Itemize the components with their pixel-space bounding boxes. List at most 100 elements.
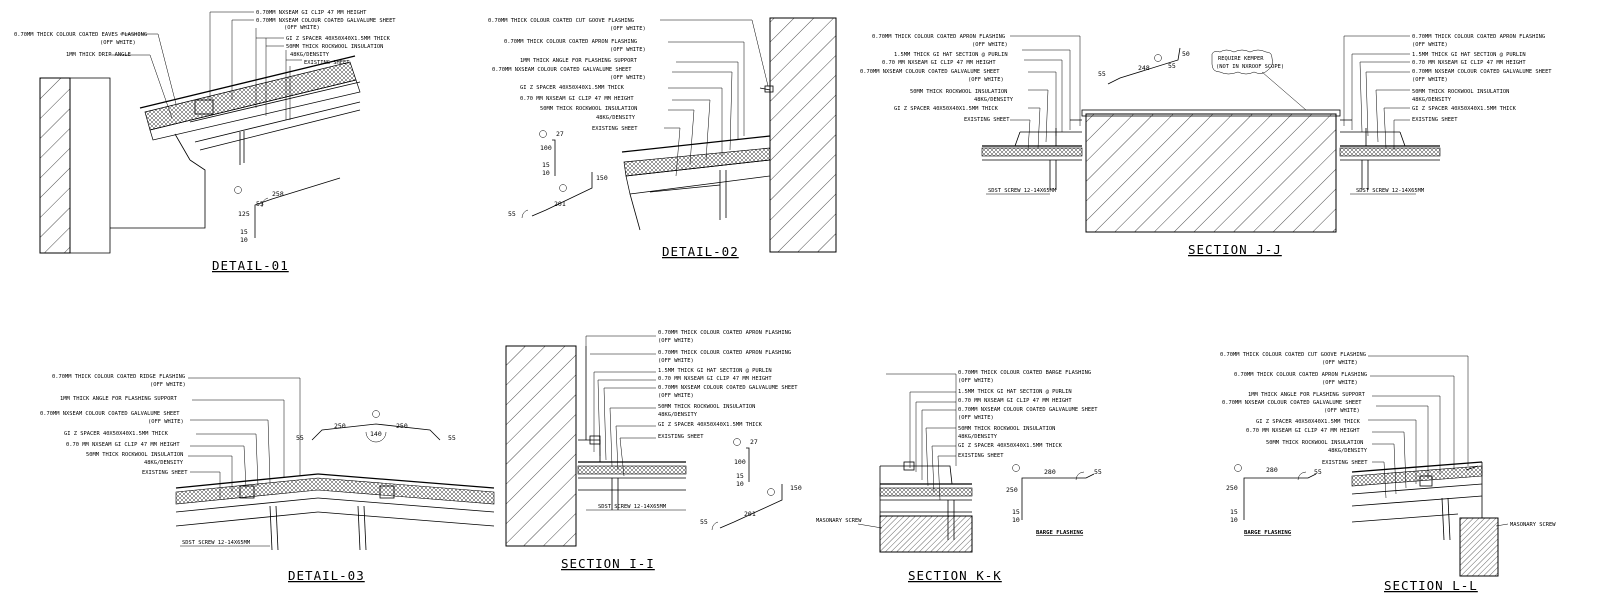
roof-build-up <box>577 346 687 510</box>
ii-label-8: 50MM THICK ROCKWOOL INSULATION <box>658 404 755 410</box>
ll-dim-15: 15 <box>1230 508 1238 516</box>
ll-label-7: GI Z SPACER 40X50X40X1.5MM THICK <box>1256 419 1361 425</box>
d2-label-0: 0.70MM THICK COLOUR COATED CUT GOOVE FLA… <box>488 18 634 24</box>
d3-label-6: 0.70 MM NXSEAM GI CLIP 47 MM HEIGHT <box>66 442 180 448</box>
detail-03-title: DETAIL-03 <box>288 568 365 583</box>
section-k-k-title: SECTION K-K <box>908 568 1002 583</box>
d3-label-2: 1MM THICK ANGLE FOR FLASHING SUPPORT <box>60 396 178 402</box>
ll-label-9: 50MM THICK ROCKWOOL INSULATION <box>1266 440 1363 446</box>
d3-screw: SDST SCREW 12-14X65MM <box>182 540 251 546</box>
ii-dim-55: 55 <box>700 518 708 526</box>
roof-build-up <box>1351 461 1483 541</box>
ll-barge-profile <box>1234 464 1317 520</box>
d1-label-drip: 1MM THICK DRIP ANGLE <box>66 52 131 58</box>
ii-dim-201: 201 <box>744 510 756 518</box>
jj-right-5: (OFF WHITE) <box>1412 77 1448 83</box>
d2-dim-10: 10 <box>542 169 550 177</box>
jj-left-3: 0.70 MM NXSEAM GI CLIP 47 MM HEIGHT <box>882 60 996 66</box>
d1-label-eaves: 0.70MM THICK COLOUR COATED EAVES FLASHIN… <box>14 32 147 38</box>
ii-label-3: (OFF WHITE) <box>658 358 694 364</box>
ii-label-5: 0.70 MM NXSEAM GI CLIP 47 MM HEIGHT <box>658 376 772 382</box>
ii-label-7: (OFF WHITE) <box>658 393 694 399</box>
ll-label-3: (OFF WHITE) <box>1322 380 1358 386</box>
d2-flashing-profile <box>521 130 593 219</box>
roof-build-up <box>139 55 361 165</box>
ii-screw: SDST SCREW 12-14X65MM <box>598 504 667 510</box>
ll-label-4: 1MM THICK ANGLE FOR FLASHING SUPPORT <box>1248 392 1366 398</box>
d2-dim-150: 150 <box>596 174 608 182</box>
ii-label-9: 48KG/DENSITY <box>658 412 698 418</box>
kk-label-7: 48KG/DENSITY <box>958 434 998 440</box>
roof-build-up <box>621 85 774 231</box>
kk-label-3: 0.70 MM NXSEAM GI CLIP 47 MM HEIGHT <box>958 398 1072 404</box>
d2-dim-27: 27 <box>556 130 564 138</box>
section-j-j-title: SECTION J-J <box>1188 242 1282 257</box>
d3-dim-140: 140 <box>370 430 382 438</box>
section-i-i-title: SECTION I-I <box>561 556 655 571</box>
kk-masonary: MASONARY SCREW <box>816 518 862 524</box>
d3-label-1: (OFF WHITE) <box>150 382 186 388</box>
d2-dim-201: 201 <box>554 200 566 208</box>
d3-flashing-profile <box>311 410 441 443</box>
ll-label-11: EXISTING SHEET <box>1322 460 1368 466</box>
d1-label-sheet: 0.70MM NXSEAM COLOUR COATED GALVALUME SH… <box>256 18 396 24</box>
leaders-jj <box>1010 35 1410 151</box>
wall-outline <box>70 77 111 254</box>
d3-label-0: 0.70MM THICK COLOUR COATED RIDGE FLASHIN… <box>52 374 185 380</box>
ii-label-11: EXISTING SHEET <box>658 434 704 440</box>
ii-dim-150: 150 <box>790 484 802 492</box>
jj-dim-248: 248 <box>1138 64 1150 72</box>
d1-dim-10: 10 <box>240 236 248 244</box>
d2-label-6: (OFF WHITE) <box>610 75 646 81</box>
jj-right-1: (OFF WHITE) <box>1412 42 1448 48</box>
d2-label-3: (OFF WHITE) <box>610 47 646 53</box>
jj-right-0: 0.70MM THICK COLOUR COATED APRON FLASHIN… <box>1412 34 1545 40</box>
d2-label-2: 0.70MM THICK COLOUR COATED APRON FLASHIN… <box>504 39 637 45</box>
ii-label-10: GI Z SPACER 40X50X40X1.5MM THICK <box>658 422 763 428</box>
kk-label-4: 0.70MM NXSEAM COLOUR COATED GALVALUME SH… <box>958 407 1098 413</box>
kk-label-5: (OFF WHITE) <box>958 415 994 421</box>
kk-dim-55: 55 <box>1094 468 1102 476</box>
d1-label-existing: EXISTING SHEET <box>304 60 350 66</box>
jj-screw-left: SDST SCREW 12-14X65MM <box>988 188 1057 194</box>
kk-barge-label: BARGE FLASHING <box>1036 530 1084 536</box>
ll-label-5: 0.70MM NXSEAM COLOUR COATED GALVALUME SH… <box>1222 400 1362 406</box>
roof-build-up <box>879 461 973 540</box>
jj-right-7: 48KG/DENSITY <box>1412 97 1452 103</box>
kk-dim-15: 15 <box>1012 508 1020 516</box>
jj-left-4: 0.70MM NXSEAM COLOUR COATED GALVALUME SH… <box>860 69 1000 75</box>
kk-dim-250: 250 <box>1006 486 1018 494</box>
ii-dim-27: 27 <box>750 438 758 446</box>
d3-label-8: 48KG/DENSITY <box>144 460 184 466</box>
ll-dim-10: 10 <box>1230 516 1238 524</box>
d1-dim-15: 15 <box>240 228 248 236</box>
jj-right-3: 0.70 MM NXSEAM GI CLIP 47 MM HEIGHT <box>1412 60 1526 66</box>
d1-label-offwhite: (OFF WHITE) <box>284 25 320 31</box>
jj-left-1: (OFF WHITE) <box>972 42 1008 48</box>
jj-left-5: (OFF WHITE) <box>968 77 1004 83</box>
ll-label-6: (OFF WHITE) <box>1324 408 1360 414</box>
d1-flashing-profile <box>234 177 341 238</box>
ii-label-2: 0.70MM THICK COLOUR COATED APRON FLASHIN… <box>658 350 791 356</box>
d1-label-clip: 0.70MM NXSEAM GI CLIP 47 MM HEIGHT <box>256 10 367 16</box>
parapet-hatch <box>1085 113 1337 233</box>
ll-label-10: 48KG/DENSITY <box>1328 448 1368 454</box>
d1-label-spacer: GI Z SPACER 40X50X40X1.5MM THICK <box>286 36 391 42</box>
kk-label-0: 0.70MM THICK COLOUR COATED BARGE FLASHIN… <box>958 370 1091 376</box>
wall-hatch <box>505 345 577 547</box>
ll-label-0: 0.70MM THICK COLOUR COATED CUT GOOVE FLA… <box>1220 352 1366 358</box>
d2-label-5: 0.70MM NXSEAM COLOUR COATED GALVALUME SH… <box>492 67 632 73</box>
detail-01-title: DETAIL-01 <box>212 258 289 273</box>
roof-right <box>1339 119 1441 190</box>
jj-flashing-profile <box>1107 47 1181 85</box>
d3-label-3: 0.70MM NXSEAM COLOUR COATED GALVALUME SH… <box>40 411 180 417</box>
section-i-i: 0.70MM THICK COLOUR COATED APRON FLASHIN… <box>505 330 802 571</box>
d1-dim-55: 55 <box>256 200 264 208</box>
jj-left-6: 50MM THICK ROCKWOOL INSULATION <box>910 89 1007 95</box>
d3-label-9: EXISTING SHEET <box>142 470 188 476</box>
ll-label-2: 0.70MM THICK COLOUR COATED APRON FLASHIN… <box>1234 372 1367 378</box>
jj-dim-55b: 55 <box>1168 62 1176 70</box>
roof-left <box>981 119 1083 190</box>
section-k-k: 0.70MM THICK COLOUR COATED BARGE FLASHIN… <box>816 370 1102 583</box>
